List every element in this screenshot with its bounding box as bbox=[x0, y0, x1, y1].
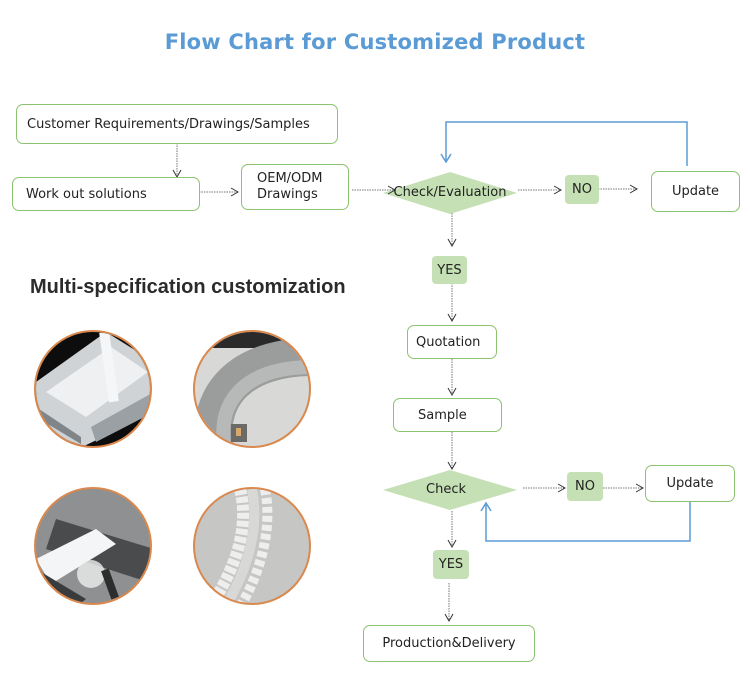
no-badge-2: NO bbox=[567, 472, 603, 501]
check-evaluation-diamond bbox=[383, 172, 517, 214]
aluminum-profile-illustration bbox=[36, 332, 150, 446]
flexible-profile-photo bbox=[193, 487, 311, 605]
quotation-node: Quotation bbox=[407, 325, 497, 359]
feedback-update1-to-check bbox=[440, 121, 688, 166]
customer-requirements-node: Customer Requirements/Drawings/Samples bbox=[16, 104, 338, 144]
check-diamond bbox=[383, 470, 517, 510]
work-out-solutions-label: Work out solutions bbox=[26, 186, 147, 202]
customer-requirements-label: Customer Requirements/Drawings/Samples bbox=[27, 116, 310, 132]
quotation-label: Quotation bbox=[416, 334, 481, 350]
oem-odm-drawings-node: OEM/ODM Drawings bbox=[241, 164, 349, 210]
oem-odm-label: OEM/ODM bbox=[257, 171, 323, 186]
yes-badge-1: YES bbox=[432, 256, 467, 284]
section-subtitle: Multi-specification customization bbox=[30, 276, 346, 298]
check-evaluation-label: Check/Evaluation bbox=[393, 185, 507, 200]
flexible-profile-illustration bbox=[205, 489, 273, 603]
curved-profile-photo bbox=[193, 330, 311, 448]
aluminum-profile-photo bbox=[34, 330, 152, 448]
production-delivery-label: Production&Delivery bbox=[382, 636, 516, 651]
update-node-1: Update bbox=[651, 171, 740, 212]
plaster-profile-light-photo bbox=[34, 487, 152, 605]
curved-profile-illustration bbox=[195, 332, 309, 446]
yes-badge-2: YES bbox=[433, 550, 469, 579]
page-title: Flow Chart for Customized Product bbox=[164, 30, 586, 54]
no-badge-1: NO bbox=[565, 175, 599, 204]
update-node-2: Update bbox=[645, 465, 735, 502]
production-delivery-node: Production&Delivery bbox=[363, 625, 535, 662]
sample-node: Sample bbox=[393, 398, 502, 432]
work-out-solutions-node: Work out solutions bbox=[12, 177, 200, 211]
drawings-label: Drawings bbox=[257, 187, 318, 202]
check-label: Check bbox=[426, 482, 466, 497]
feedback-update2-to-check bbox=[480, 501, 691, 542]
plaster-profile-illustration bbox=[36, 519, 150, 603]
sample-label: Sample bbox=[418, 407, 467, 423]
update-label-2: Update bbox=[666, 476, 714, 491]
update-label-1: Update bbox=[671, 184, 720, 199]
